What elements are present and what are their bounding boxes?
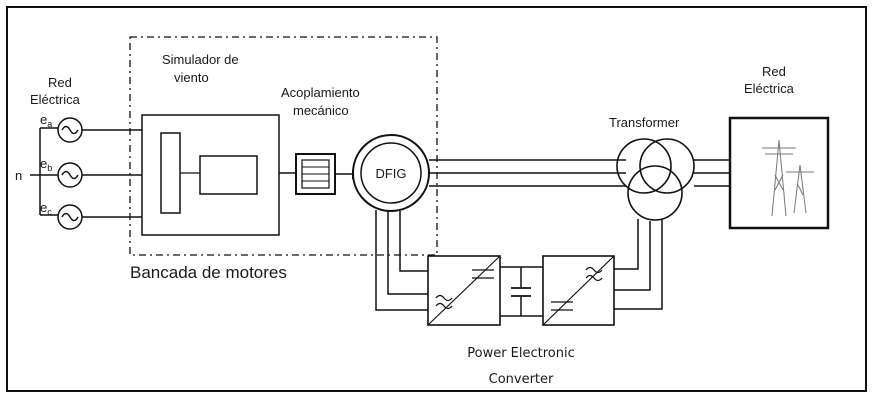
bench-dashed-boundary [129, 36, 438, 256]
transformer-coil-3 [627, 165, 683, 221]
wind-simulator-label-line2: viento [174, 70, 209, 85]
left-grid-label-line2: Eléctrica [30, 92, 81, 107]
bench-label: Bancada de motores [130, 263, 287, 282]
right-grid-label-line2: Eléctrica [744, 81, 795, 96]
phase-a-label: ea [40, 112, 52, 129]
transformer-label: Transformer [609, 115, 680, 130]
power-pylon-icon [762, 139, 814, 217]
converter-label-line2: Converter [489, 372, 554, 387]
right-grid: Red Eléctrica [728, 64, 830, 230]
coupling-label-line2: mecánico [293, 103, 349, 118]
grid-box [728, 116, 830, 230]
dfig-generator: DFIG [352, 134, 430, 212]
wind-simulator-label-line1: Simulador de [162, 52, 239, 67]
dfig-inner-circle [360, 142, 422, 204]
transformer-coil-2 [639, 138, 695, 194]
transformer-coil-1 [616, 138, 672, 194]
outer-frame [6, 6, 867, 392]
left-grid-label-line1: Red [48, 75, 72, 90]
stator-lines [429, 159, 626, 187]
left-grid: Red Eléctrica n ea eb ec [15, 75, 142, 230]
motor-bench: Simulador de viento Bancada de motores [129, 36, 438, 282]
mechanical-coupling: Acoplamiento mecánico [281, 85, 360, 195]
transformer: Transformer [609, 115, 732, 221]
right-grid-label-line1: Red [762, 64, 786, 79]
phase-c-label: ec [40, 200, 52, 217]
dfig-label: DFIG [375, 166, 406, 181]
power-converter: Power Electronic Converter [427, 255, 615, 387]
coupling-label-line1: Acoplamiento [281, 85, 360, 100]
drive-block [160, 132, 181, 214]
rotor-wiring [375, 210, 663, 311]
phase-b-label: eb [40, 156, 52, 173]
converter-label-line1: Power Electronic [467, 346, 575, 361]
motor-block [199, 155, 258, 195]
neutral-label: n [15, 168, 22, 183]
